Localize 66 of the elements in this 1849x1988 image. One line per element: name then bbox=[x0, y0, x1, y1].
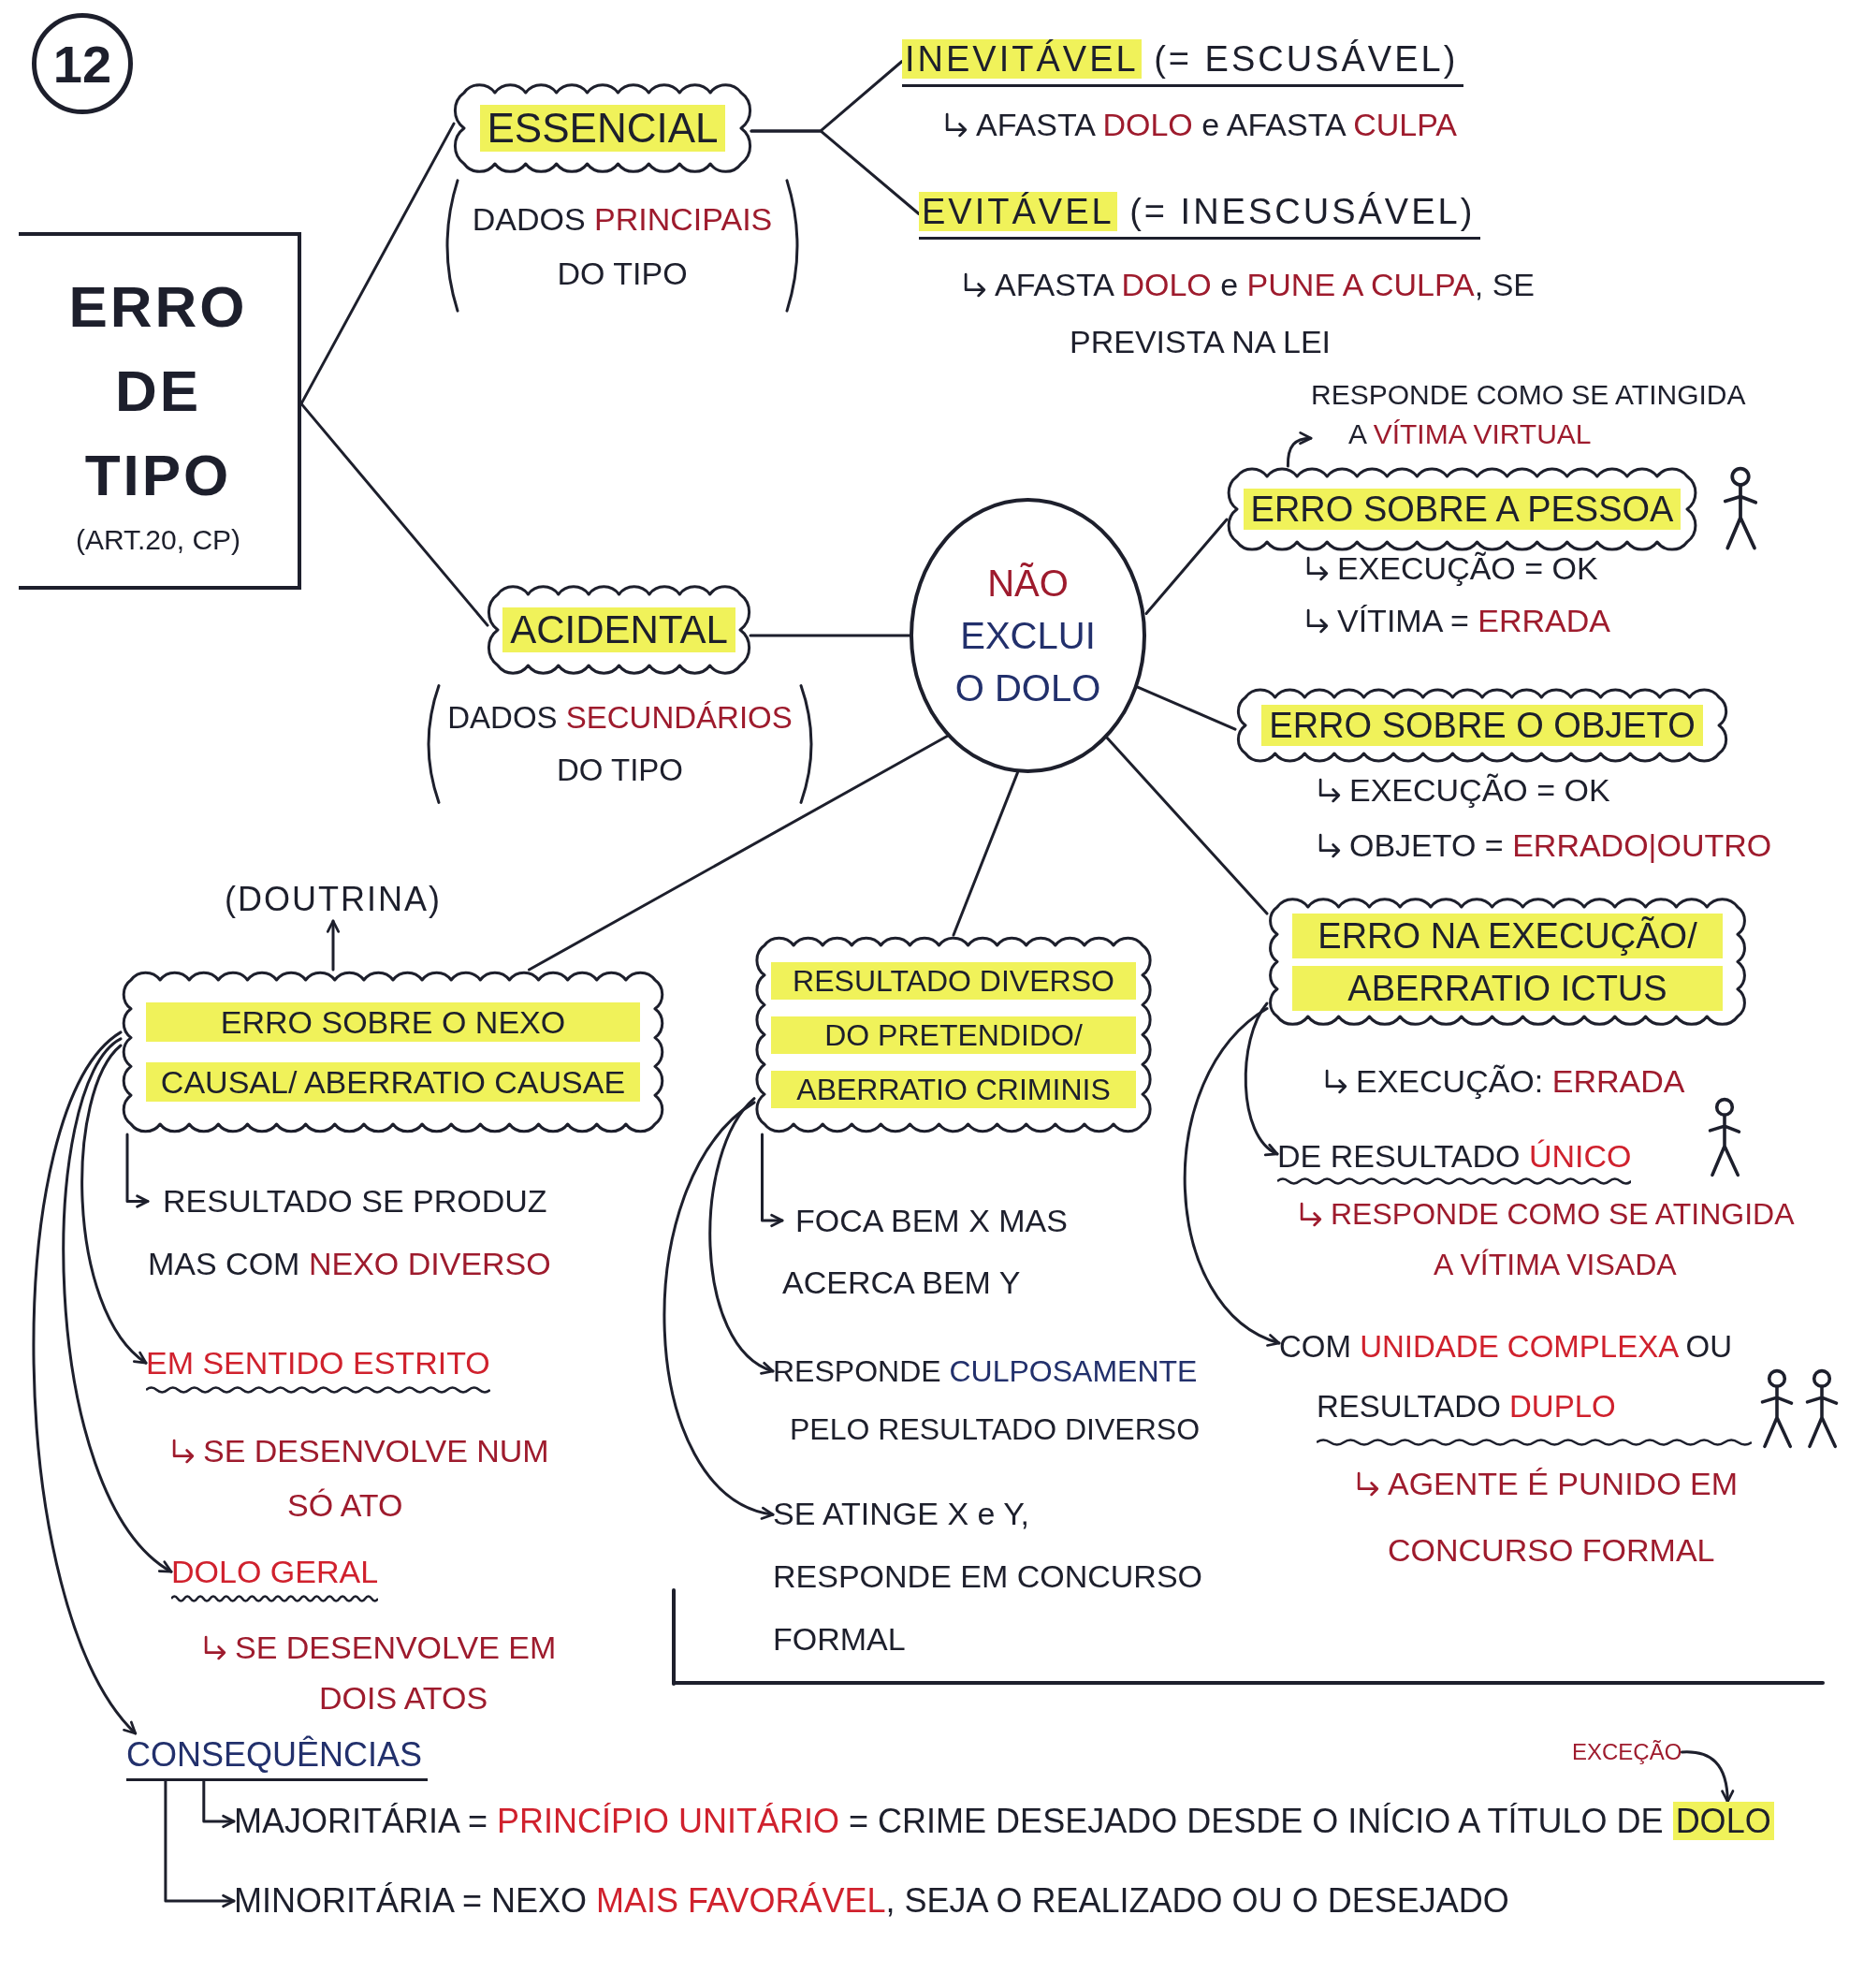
note-text: SE DESENVOLVE EM DOIS ATOS bbox=[235, 1629, 558, 1718]
connector-line bbox=[750, 129, 921, 215]
underlined-term: INEVITÁVEL (= ESCUSÁVEL) bbox=[902, 36, 1464, 87]
note-text: RESPONDE COMO SE ATINGIDA A VÍTIMA VISADA bbox=[1331, 1196, 1795, 1283]
page-number: 12 bbox=[32, 13, 133, 114]
note-text: EXECUÇÃO = OK bbox=[1349, 771, 1610, 810]
cloud-bubble bbox=[1267, 897, 1748, 1027]
highlighted-heading: ESSENCIAL bbox=[479, 103, 726, 153]
note-text: EXECUÇÃO: ERRADA bbox=[1356, 1062, 1685, 1101]
arrow bbox=[80, 1044, 148, 1365]
cloud-bubble bbox=[121, 970, 665, 1134]
arrow bbox=[761, 1133, 784, 1228]
term-text: COM UNIDADE COMPLEXA OU RESULTADO DUPLO bbox=[1279, 1328, 1734, 1425]
note-text: EXECUÇÃO = OK bbox=[1337, 549, 1598, 588]
note-text: FOCA BEM X MAS ACERCA BEM Y bbox=[782, 1190, 1119, 1313]
arrow bbox=[326, 919, 341, 972]
term-text: DE RESULTADO ÚNICO bbox=[1277, 1137, 1632, 1176]
note-text: RESULTADO SE PRODUZ MAS COM NEXO DIVERSO bbox=[148, 1170, 597, 1295]
highlighted-heading: ACIDENTAL bbox=[502, 606, 735, 654]
arrow bbox=[708, 1097, 775, 1373]
highlighted-heading: ERRO SOBRE A PESSOA bbox=[1243, 487, 1682, 532]
note-text: OBJETO = ERRADO|OUTRO bbox=[1349, 826, 1772, 865]
arrow bbox=[125, 1133, 150, 1208]
arrow bbox=[1244, 1001, 1279, 1156]
note-text: EXCEÇÃO bbox=[1572, 1738, 1682, 1766]
note-text: VÍTIMA = ERRADA bbox=[1337, 602, 1610, 640]
highlighted-heading: ERRO SOBRE O OBJETO bbox=[1261, 703, 1703, 748]
arrow bbox=[164, 1779, 236, 1908]
node-text: NÃO EXCLUI O DOLO bbox=[954, 562, 1102, 710]
arrow bbox=[202, 1779, 236, 1829]
underlined-term: EVITÁVEL (= INESCUSÁVEL) bbox=[919, 188, 1481, 240]
cloud-bubble bbox=[754, 935, 1153, 1134]
note-text: AGENTE É PUNIDO EM CONCURSO FORMAL bbox=[1388, 1465, 1740, 1570]
title-text: ERRO DE TIPO bbox=[68, 273, 248, 509]
arrow bbox=[662, 1101, 775, 1518]
connector-line bbox=[299, 402, 489, 627]
note-text: DADOS SECUNDÁRIOS DO TIPO bbox=[446, 699, 793, 789]
cloud-bubble bbox=[1235, 687, 1729, 764]
article-reference: (ART.20, CP) bbox=[75, 523, 241, 557]
term-text: EM SENTIDO ESTRITO bbox=[146, 1344, 490, 1382]
note-text: AFASTA DOLO e AFASTA CULPA bbox=[976, 106, 1457, 144]
connector-line bbox=[299, 122, 456, 405]
note-text: RESPONDE COMO SE ATINGIDA A VÍTIMA VIRTUAL bbox=[1311, 375, 1765, 454]
note-text: SE ATINGE X e Y, RESPONDE EM CONCURSO FORMAL bbox=[773, 1483, 1215, 1671]
note-text: MAJORITÁRIA = PRINCÍPIO UNITÁRIO = CRIME DESEJADO DESDE O INÍCIO A TÍTULO DE DOLO bbox=[234, 1802, 1774, 1841]
cloud-bubble bbox=[1227, 466, 1697, 552]
cloud-bubble bbox=[488, 584, 750, 676]
connector-line bbox=[528, 735, 949, 972]
note-text: MINORITÁRIA = NEXO MAIS FAVORÁVEL, SEJA O REALIZADO OU O DESEJADO bbox=[234, 1880, 1509, 1922]
underlined-term: CONSEQUÊNCIAS bbox=[126, 1733, 429, 1781]
arrow bbox=[1183, 1007, 1281, 1345]
connector-line bbox=[952, 770, 1019, 937]
arrow bbox=[62, 1037, 173, 1573]
note-text: (DOUTRINA) bbox=[225, 878, 442, 921]
note-text: SE DESENVOLVE NUM SÓ ATO bbox=[203, 1432, 550, 1525]
arrow bbox=[1680, 1750, 1734, 1804]
title-frame bbox=[19, 232, 301, 590]
cloud-bubble bbox=[454, 82, 751, 174]
note-text: RESPONDE CULPOSAMENTE PELO RESULTADO DIVERSO bbox=[773, 1342, 1222, 1458]
connector-line bbox=[749, 634, 911, 637]
note-text: DADOS PRINCIPAIS DO TIPO bbox=[471, 199, 774, 293]
note-text: AFASTA DOLO e PUNE A CULPA, SE PREVISTA NA LEI bbox=[995, 266, 1536, 361]
arrow bbox=[32, 1031, 138, 1735]
term-text: DOLO GERAL bbox=[171, 1553, 379, 1591]
connector-line bbox=[1144, 518, 1229, 615]
arrow bbox=[1286, 431, 1313, 468]
